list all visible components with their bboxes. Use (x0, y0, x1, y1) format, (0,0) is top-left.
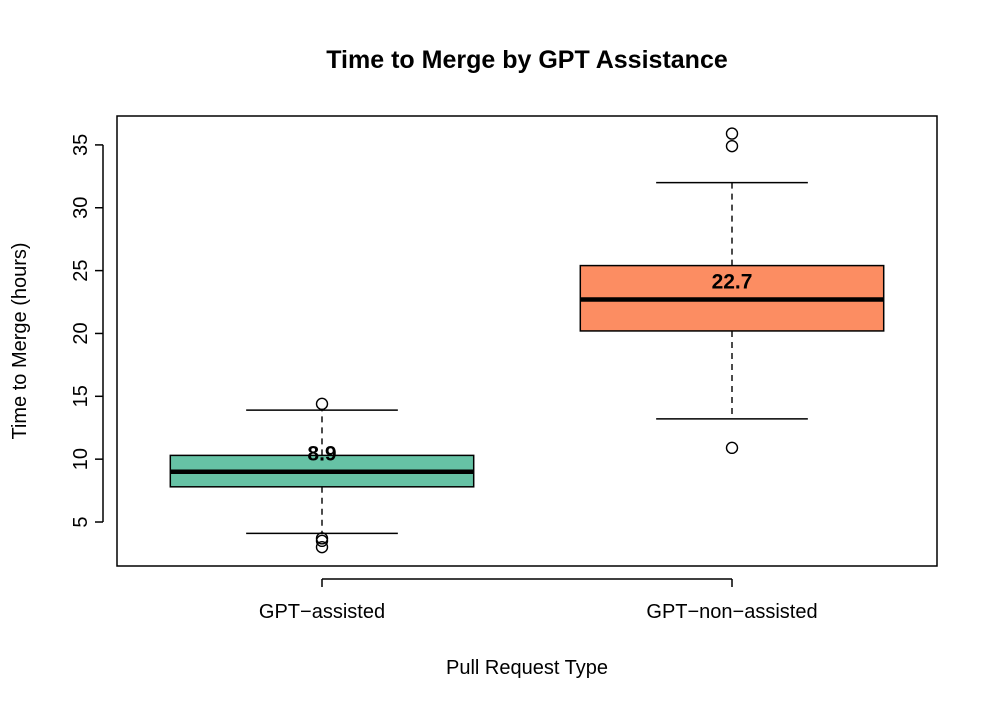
y-axis-label: Time to Merge (hours) (9, 242, 31, 439)
median-value-label: 22.7 (712, 271, 753, 294)
y-axis: 5 10 15 20 25 30 35 (70, 134, 104, 528)
y-tick-label: 30 (70, 197, 92, 219)
y-tick-label: 20 (70, 322, 92, 344)
chart-title: Time to Merge by GPT Assistance (326, 46, 728, 74)
boxes-layer: 8.9 22.7 (169, 127, 885, 554)
outlier-point (725, 441, 739, 455)
y-tick-label: 10 (70, 448, 92, 470)
outlier-point (315, 397, 329, 411)
outlier-point (725, 139, 739, 153)
x-tick-label: GPT−non−assisted (646, 601, 817, 623)
x-tick-label: GPT−assisted (259, 601, 385, 623)
outlier-point (315, 534, 329, 548)
outlier-point (315, 540, 329, 554)
y-tick-label: 15 (70, 385, 92, 407)
plot-area-frame (116, 115, 938, 567)
outlier-point (725, 127, 739, 140)
box-group: 22.7 (579, 127, 885, 455)
x-axis-label: Pull Request Type (446, 657, 608, 679)
y-tick-label: 35 (70, 134, 92, 156)
box-group: 8.9 (169, 397, 475, 554)
y-tick-label: 5 (70, 516, 92, 527)
x-axis: GPT−assisted GPT−non−assisted (259, 578, 818, 623)
median-value-label: 8.9 (307, 443, 336, 466)
y-tick-label: 25 (70, 259, 92, 281)
